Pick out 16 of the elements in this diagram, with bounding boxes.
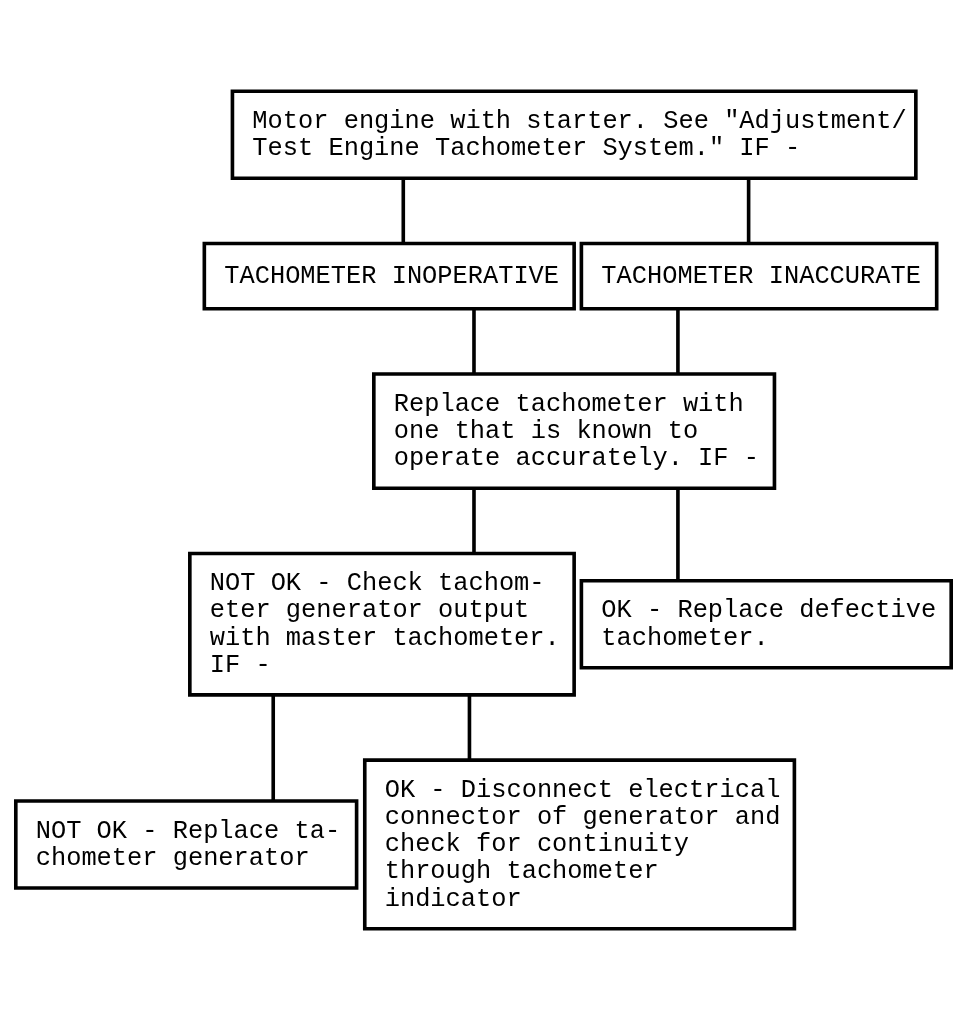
connector	[472, 488, 476, 553]
node-box: OK - Replace defective tachometer.	[579, 578, 953, 670]
node-box: OK - Disconnect electrical connector of generator and check for continuity through tachometer indicator	[362, 758, 797, 931]
node-box: NOT OK - Check tachom- eter generator output with master tachometer. IF -	[188, 551, 576, 697]
node-box: TACHOMETER INACCURATE	[579, 241, 939, 311]
connector	[401, 178, 406, 243]
node-box: TACHOMETER INOPERATIVE	[202, 241, 576, 311]
node-box: Replace tachometer with one that is known to operate accurately. IF -	[372, 372, 777, 491]
connector	[467, 695, 472, 760]
node-box: Motor engine with starter. See "Adjustment/ Test Engine Tachometer System." IF -	[230, 89, 918, 181]
connector	[472, 309, 476, 374]
connector	[676, 488, 680, 581]
connector	[271, 695, 276, 801]
connector	[676, 309, 680, 374]
node-box: NOT OK - Replace ta- chometer generator	[14, 799, 359, 890]
connector	[746, 178, 751, 243]
